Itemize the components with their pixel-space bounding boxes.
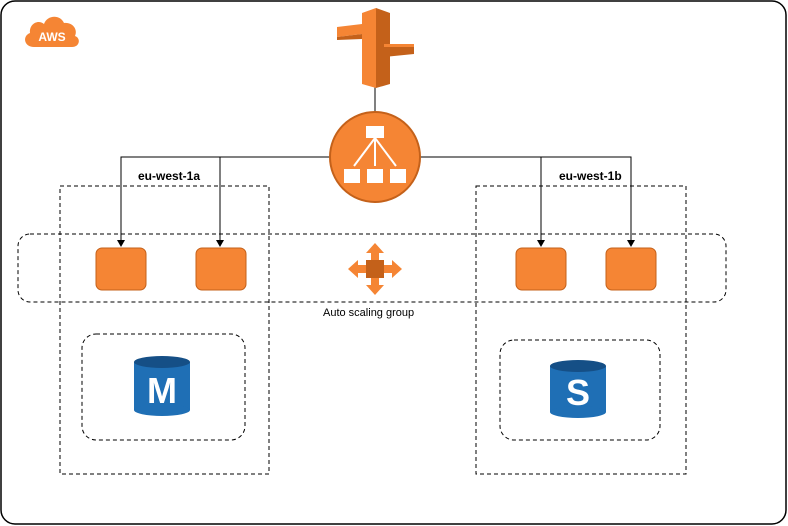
rds-master-icon: M (134, 356, 190, 416)
rds-standby-icon: S (550, 360, 606, 418)
ec2-instance-icon (605, 247, 657, 291)
availability-zone-a (59, 185, 270, 475)
ec2-instance-icon (195, 247, 247, 291)
zone-label-b: eu-west-1b (559, 169, 622, 183)
db-container-b (499, 339, 661, 441)
aws-label: AWS (38, 30, 65, 44)
db-container-a (81, 333, 246, 441)
auto-scaling-label: Auto scaling group (323, 307, 415, 319)
auto-scaling-group (17, 233, 727, 303)
zone-label-a: eu-west-1a (138, 169, 201, 183)
api-gateway-icon (337, 8, 414, 88)
ec2-instance-icon (95, 247, 147, 291)
standby-db-letter: S (566, 372, 590, 413)
ec2-instance-icon (515, 247, 567, 291)
connectors (117, 86, 635, 247)
auto-scaling-icon (348, 243, 402, 295)
elastic-load-balancer-icon (329, 111, 421, 203)
availability-zone-b (475, 185, 687, 475)
master-db-letter: M (147, 370, 177, 411)
aws-cloud-icon: AWS (25, 16, 79, 47)
